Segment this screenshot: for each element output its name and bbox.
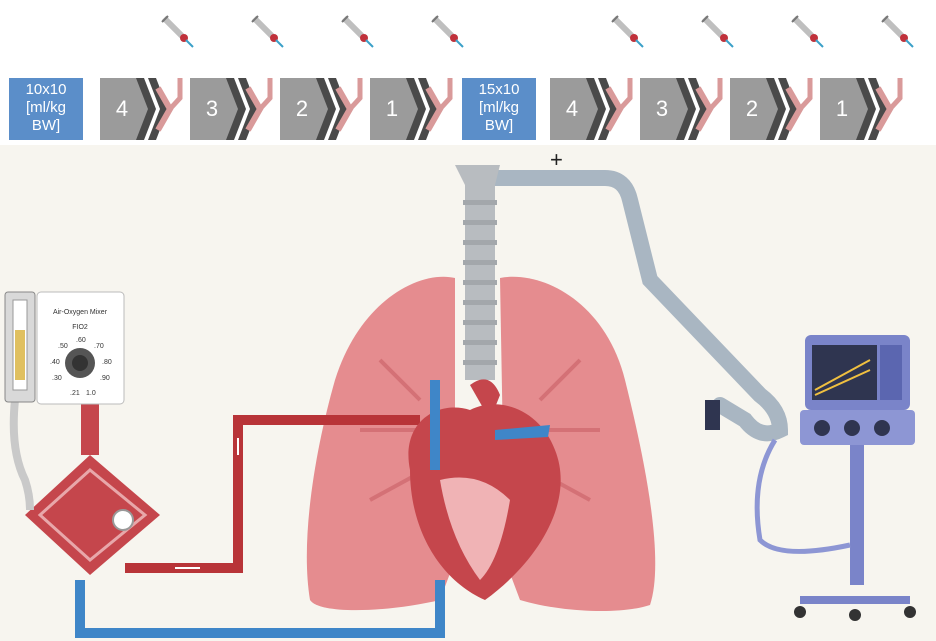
flowmeter-icon [5, 292, 35, 402]
crosshair-cursor-icon: + [550, 150, 563, 170]
dial-label: .50 [58, 343, 68, 350]
dial-label: .30 [52, 375, 62, 382]
dial-label: .70 [94, 343, 104, 350]
dial-label: 1.0 [86, 390, 96, 397]
gas-line [14, 400, 30, 510]
trachea-icon [455, 165, 500, 380]
dial-label: .60 [76, 337, 86, 344]
dial-label: .40 [50, 359, 60, 366]
mixer-subtitle: FIO2 [72, 324, 88, 331]
dial-label: .80 [102, 359, 112, 366]
mixer-title: Air-Oxygen Mixer [53, 309, 108, 316]
dial-label: .21 [70, 390, 80, 397]
air-oxygen-mixer: Air-Oxygen Mixer FIO2 .21 .30 .40 .50 .6… [37, 292, 124, 404]
dial-label: .90 [100, 375, 110, 382]
